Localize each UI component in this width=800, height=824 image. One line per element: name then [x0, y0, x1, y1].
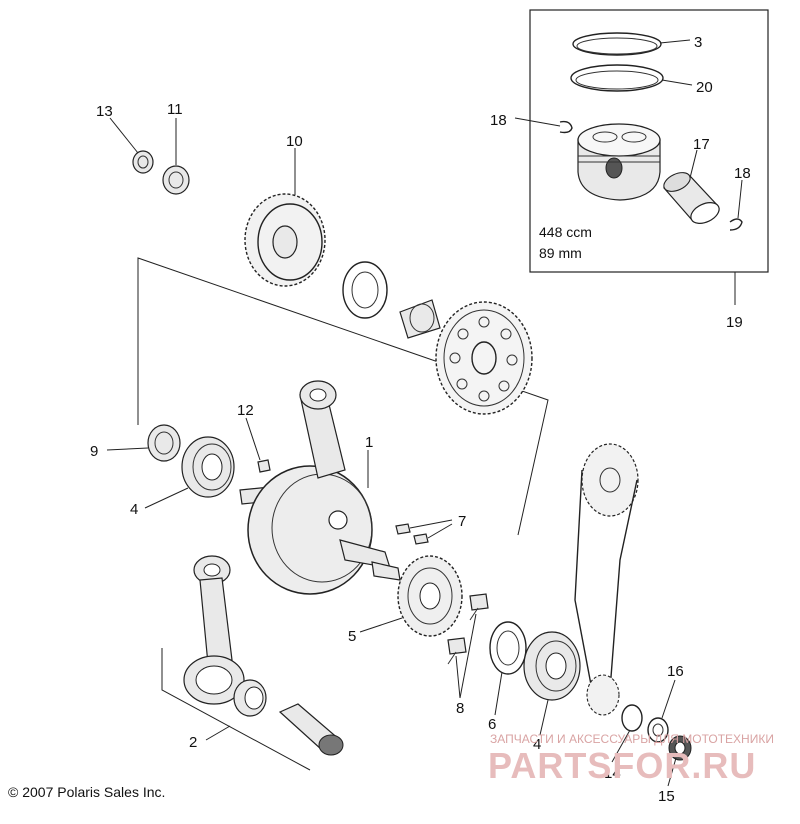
- callout-10: 10: [286, 133, 303, 150]
- cam-chain: [574, 443, 639, 716]
- bolt-8-lower: [447, 637, 467, 665]
- callout-20: 20: [696, 79, 713, 96]
- callout-15: 15: [658, 788, 675, 805]
- piston: [577, 123, 661, 201]
- callout-16: 16: [667, 663, 684, 680]
- piston-ring-top: [572, 32, 662, 56]
- washer-16: [647, 717, 669, 743]
- callout-18-left: 18: [490, 112, 507, 129]
- callout-2: 2: [189, 734, 197, 751]
- piston-ring-second: [570, 64, 664, 92]
- rod-needle-bearing: [233, 679, 267, 717]
- piston-displacement: 448 ccm: [539, 224, 592, 240]
- woodruff-keys-7: [395, 523, 429, 545]
- watermark-tagline: ЗАПЧАСТИ И АКСЕССУАРЫ ДЛЯ МОТОТЕХНИКИ: [490, 732, 774, 746]
- oil-seal-9: [147, 424, 181, 462]
- connecting-rod: [183, 555, 245, 705]
- callout-6: 6: [488, 716, 496, 733]
- rotor-gear-10: [244, 193, 326, 287]
- callout-1: 1: [365, 434, 373, 451]
- callout-8: 8: [456, 700, 464, 717]
- callout-9: 9: [90, 443, 98, 460]
- piston-bore: 89 mm: [539, 245, 582, 261]
- oil-seal-11: [162, 165, 190, 195]
- callout-7: 7: [458, 513, 466, 530]
- callout-5: 5: [348, 628, 356, 645]
- crank-pin: [278, 703, 344, 756]
- bearing-cage: [342, 261, 388, 319]
- crankshaft-assembly: [239, 380, 401, 595]
- oil-seal-13: [132, 150, 154, 174]
- piston-pin: [663, 172, 720, 224]
- callout-14: 14: [604, 765, 621, 782]
- main-bearing-left: [181, 436, 235, 498]
- main-bearing-right: [523, 631, 581, 701]
- callout-3: 3: [694, 34, 702, 51]
- circlip-left: [559, 120, 573, 134]
- callout-18-right: 18: [734, 165, 751, 182]
- callout-19: 19: [726, 314, 743, 331]
- bolt-8-upper: [469, 593, 489, 621]
- nut-15: [668, 735, 692, 761]
- callout-4-right: 4: [533, 736, 541, 753]
- drive-gear-5: [397, 555, 463, 637]
- callout-17: 17: [693, 136, 710, 153]
- copyright: © 2007 Polaris Sales Inc.: [8, 784, 165, 800]
- callout-4-left: 4: [130, 501, 138, 518]
- needle-bearing: [399, 299, 441, 339]
- callout-12: 12: [237, 402, 254, 419]
- thrust-washer-6: [489, 621, 527, 675]
- starter-gear: [435, 301, 533, 415]
- circlip-14: [621, 704, 643, 732]
- callout-11: 11: [167, 101, 183, 118]
- circlip-right: [729, 218, 743, 231]
- watermark-brand: PARTSFOR.RU: [488, 745, 756, 786]
- callout-13: 13: [96, 103, 113, 120]
- piston-kit-box: [529, 9, 769, 305]
- woodruff-key-12: [257, 459, 271, 473]
